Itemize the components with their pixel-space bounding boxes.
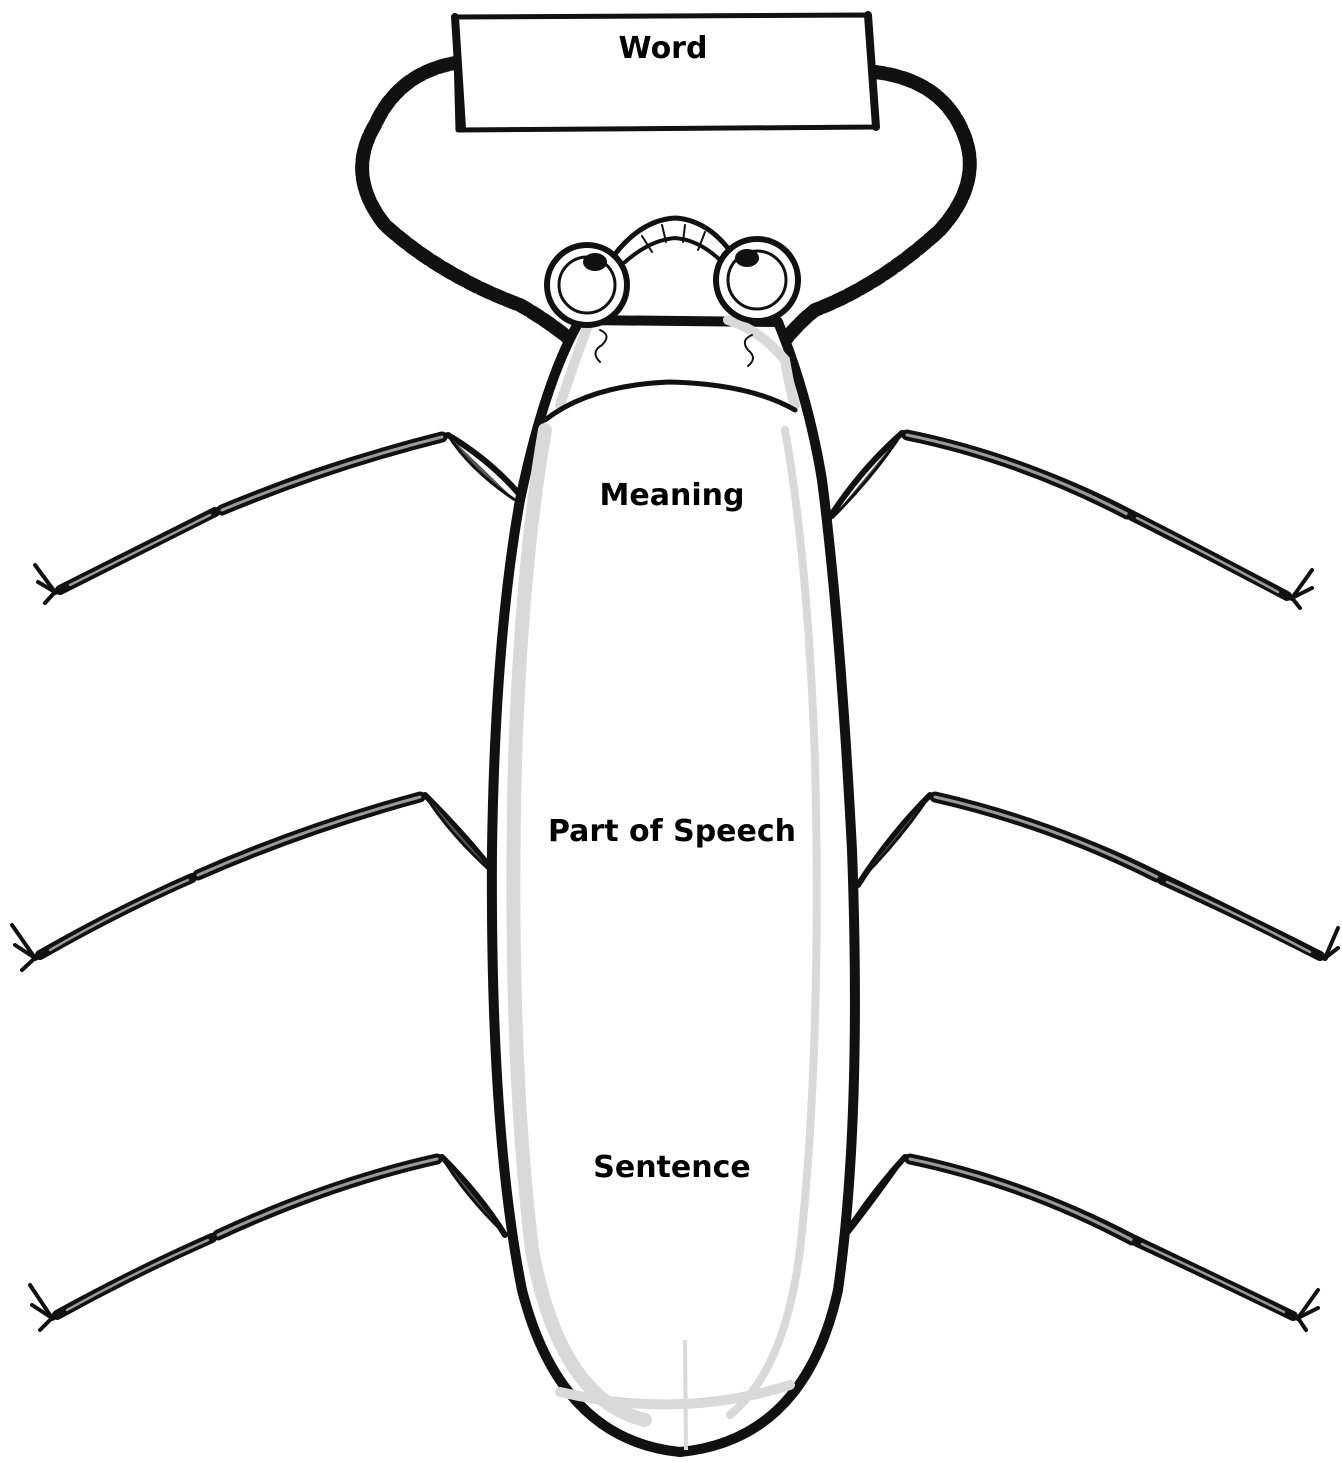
word-label: Word	[619, 31, 708, 66]
sentence-label: Sentence	[593, 1150, 751, 1185]
left-leg-3	[30, 1157, 505, 1330]
right-leg-1	[828, 433, 1312, 608]
left-leg-1	[35, 435, 520, 603]
left-eye-icon	[547, 245, 627, 325]
bug-head	[547, 218, 798, 325]
word-box: Word	[455, 15, 876, 130]
right-leg-2	[858, 795, 1338, 958]
right-eye-icon	[716, 239, 798, 321]
part-of-speech-label: Part of Speech	[548, 814, 796, 849]
meaning-label: Meaning	[600, 478, 745, 513]
right-leg-3	[842, 1157, 1318, 1330]
left-leg-2	[12, 795, 500, 970]
